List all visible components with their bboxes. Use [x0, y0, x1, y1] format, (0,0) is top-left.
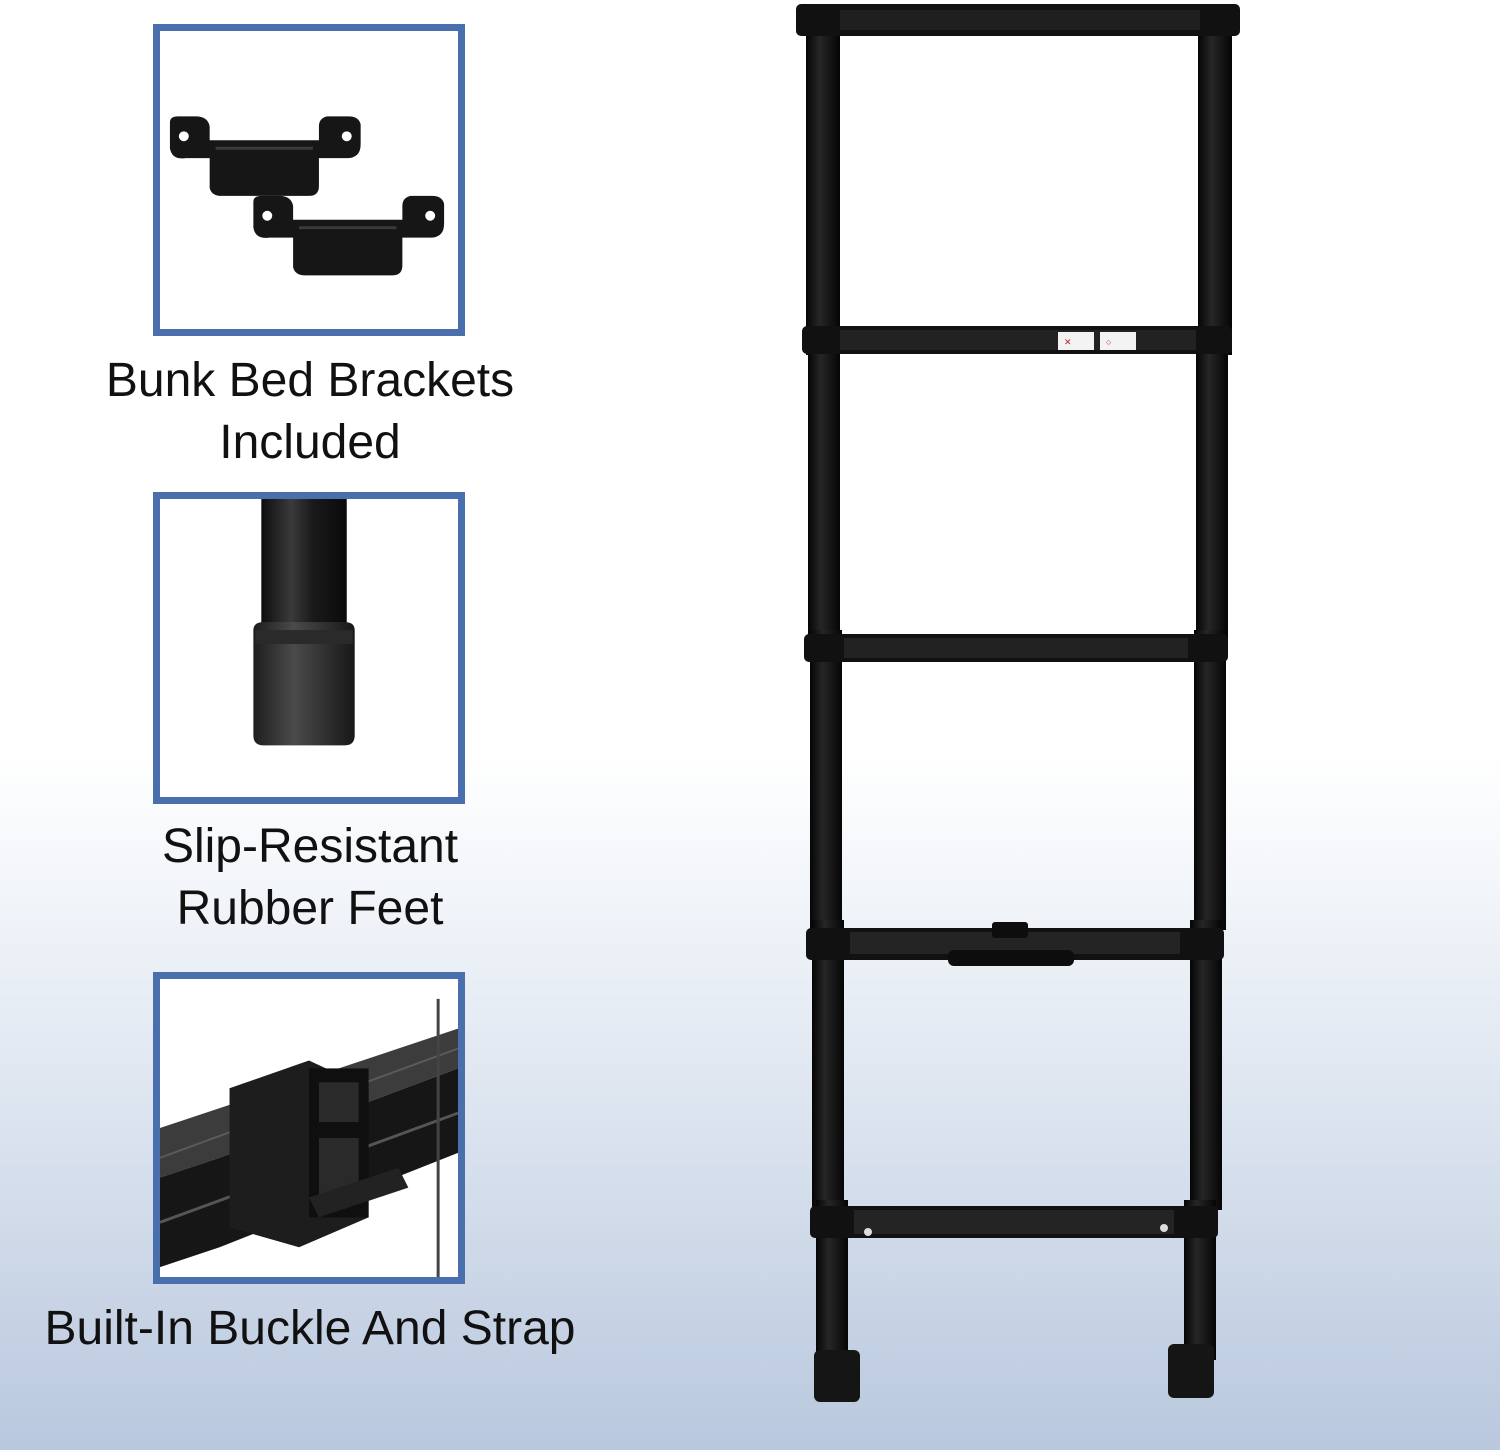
- strap-icon: [309, 1167, 409, 1218]
- bracket-icon: [169, 116, 361, 196]
- rubber-feet-image-frame: [153, 492, 465, 804]
- ladder-rung: [810, 1206, 1218, 1238]
- ladder-tube-icon: [261, 499, 347, 629]
- ladder-rung: [804, 634, 1228, 662]
- svg-text:✕: ✕: [1064, 337, 1072, 347]
- bunk-bed-brackets-image: [160, 31, 458, 329]
- ladder-top-rung: [796, 4, 1240, 36]
- buckle-caption-line-1: Built-In Buckle And Strap: [44, 1302, 576, 1355]
- ladder-right-foot: [1168, 1344, 1214, 1398]
- ladder-rung: [806, 922, 1224, 966]
- rubber-feet-caption-line-1: Slip-Resistant: [161, 820, 459, 873]
- brackets-caption: Bunk Bed Brackets Included: [40, 350, 580, 474]
- buckle-strap-image: [160, 979, 458, 1277]
- svg-text:○: ○: [1106, 337, 1111, 347]
- rubber-feet-caption-line-2: Rubber Feet: [176, 882, 444, 935]
- buckle-icon: [229, 1060, 369, 1248]
- ladder-rung: ✕ ○: [802, 326, 1232, 354]
- ladder-left-rail: [806, 25, 848, 1360]
- bracket-icon: [253, 195, 445, 276]
- rubber-feet-caption: Slip-Resistant Rubber Feet: [40, 816, 580, 940]
- ladder-right-rail: [1184, 25, 1232, 1360]
- brackets-caption-line-2: Included: [219, 416, 401, 469]
- buckle-image-frame: [153, 972, 465, 1284]
- rubber-foot-icon: [253, 622, 355, 746]
- ladder-left-foot: [814, 1350, 860, 1402]
- buckle-caption: Built-In Buckle And Strap: [0, 1298, 620, 1360]
- rubber-foot-image: [160, 499, 458, 797]
- brackets-image-frame: [153, 24, 465, 336]
- telescoping-ladder-image: ✕ ○: [796, 4, 1240, 1402]
- brackets-caption-line-1: Bunk Bed Brackets: [105, 354, 515, 407]
